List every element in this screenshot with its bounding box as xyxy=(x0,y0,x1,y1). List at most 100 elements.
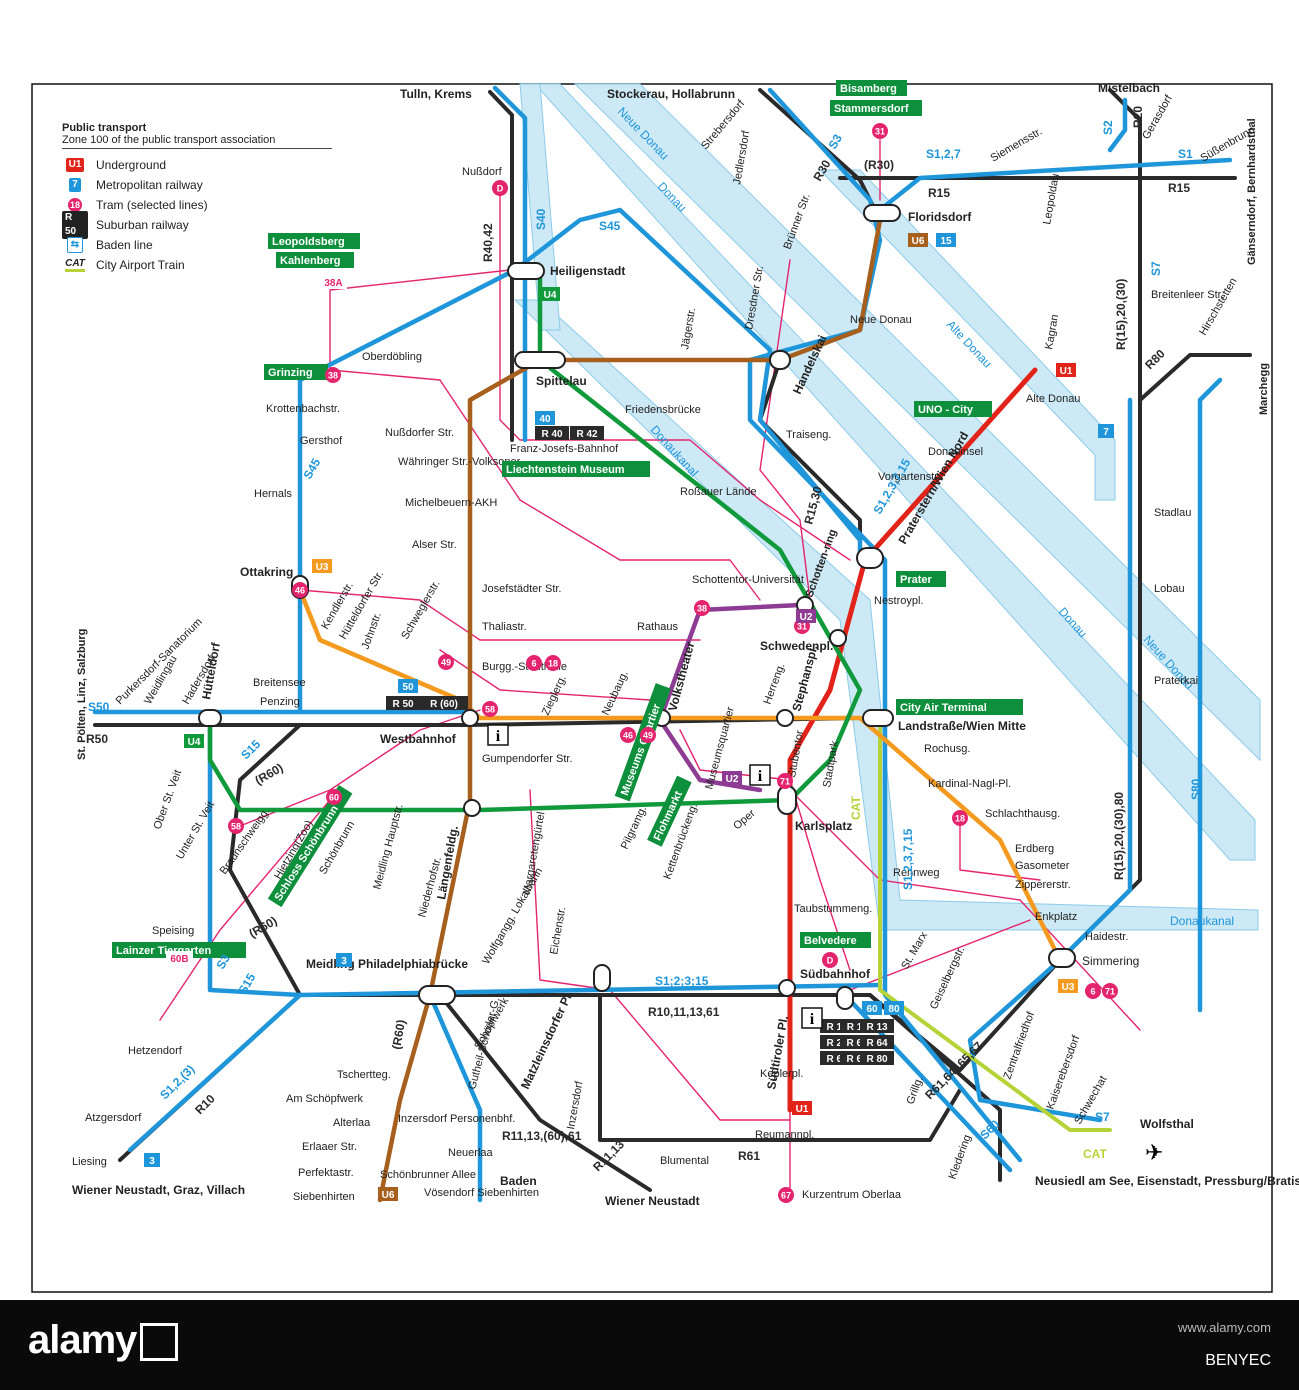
station-handelskai[interactable] xyxy=(769,350,791,370)
station-label[interactable]: Heiligenstadt xyxy=(550,264,625,278)
station-label[interactable]: Siemensstr. xyxy=(989,125,1045,164)
station-label[interactable]: Schönbrunner Allee xyxy=(380,1169,476,1181)
poi-grinzing[interactable]: Grinzing xyxy=(264,364,328,380)
station-stephansplatz[interactable] xyxy=(776,709,794,727)
station-heiligenstadt[interactable] xyxy=(507,262,545,280)
station-label[interactable]: Breitenleer Str. xyxy=(1151,289,1224,301)
station-laengenfeldgasse[interactable] xyxy=(463,799,481,817)
station-label[interactable]: Lobau xyxy=(1154,583,1185,595)
poi-leopoldsberg[interactable]: Leopoldsberg xyxy=(268,233,360,249)
station-label[interactable]: Reumannpl. xyxy=(755,1129,814,1141)
station-label[interactable]: Hirschstetten xyxy=(1197,276,1239,338)
station-label[interactable]: Alser Str. xyxy=(412,539,457,551)
station-label[interactable]: Johnstr. xyxy=(360,611,384,651)
poi-uno[interactable]: UNO - City xyxy=(914,401,992,417)
station-label[interactable]: Kaiserebersdorf xyxy=(1045,1033,1083,1111)
station-westbahnhof[interactable] xyxy=(461,709,479,727)
station-label[interactable]: Nußdorf xyxy=(462,166,503,178)
station-label[interactable]: Josefstädter Str. xyxy=(482,583,561,595)
station-label[interactable]: Friedensbrücke xyxy=(625,404,701,416)
station-label[interactable]: Simmering xyxy=(1082,954,1139,968)
station-label[interactable]: Matzleinsdorfer Pl. xyxy=(518,989,576,1092)
station-praterstern[interactable] xyxy=(856,547,884,569)
station-label[interactable]: Schottentor-Universität xyxy=(692,574,804,586)
station-label[interactable]: Zieglerg. xyxy=(540,673,569,717)
station-label[interactable]: Krottenbachstr. xyxy=(266,403,340,415)
station-label[interactable]: Erdberg xyxy=(1015,843,1054,855)
station-label[interactable]: Traiseng. xyxy=(786,429,831,441)
station-label[interactable]: Gasometer xyxy=(1015,860,1070,872)
station-label[interactable]: Breitensee xyxy=(253,677,306,689)
station-label[interactable]: Geiselbergstr. xyxy=(928,945,968,1012)
station-label[interactable]: Meidling Philadelphiabrücke xyxy=(306,957,468,971)
station-label[interactable]: Karlsplatz xyxy=(795,819,852,833)
station-label[interactable]: Donauinsel xyxy=(928,446,983,458)
poi-belvedere[interactable]: Belvedere xyxy=(800,932,871,948)
station-label[interactable]: Grillg. xyxy=(905,1075,926,1106)
station-label[interactable]: Perfektastr. xyxy=(298,1167,354,1179)
station-label[interactable]: Penzing xyxy=(260,696,300,708)
station-label[interactable]: Gumpendorfer Str. xyxy=(482,753,573,765)
station-label[interactable]: Ottakring xyxy=(240,565,293,579)
station-label[interactable]: Kagran xyxy=(1043,313,1061,350)
station-label[interactable]: Jedlersdorf xyxy=(731,129,752,186)
station-label[interactable]: Meidling Hauptstr. xyxy=(371,803,405,891)
station-label[interactable]: Braunschweigg. xyxy=(218,806,273,877)
station-label[interactable]: Kardinal-Nagl-Pl. xyxy=(928,778,1011,790)
station-label[interactable]: Gutheil-Schoder-G. xyxy=(466,996,502,1091)
station-label[interactable]: Schlachthausg. xyxy=(985,808,1060,820)
station-label[interactable]: Michelbeuern-AKH xyxy=(405,497,497,509)
station-label[interactable]: Speising xyxy=(152,925,194,937)
station-label[interactable]: Rochusg. xyxy=(924,743,970,755)
station-suedbahnhof[interactable] xyxy=(836,986,854,1010)
station-label[interactable]: Stephanspl. xyxy=(789,643,820,712)
station-label[interactable]: Inzersdorf Personenbhf. xyxy=(398,1113,515,1125)
poi-kahlenberg[interactable]: Kahlenberg xyxy=(276,252,354,268)
station-label[interactable]: Stadlau xyxy=(1154,507,1191,519)
station-karlsplatz[interactable] xyxy=(777,785,797,815)
station-label[interactable]: Rathaus xyxy=(637,621,678,633)
station-label[interactable]: Schwedenpl. xyxy=(760,639,833,653)
station-label[interactable]: Zippererstr. xyxy=(1015,879,1071,891)
station-label[interactable]: Stubentor xyxy=(786,729,806,778)
poi-liechtenstein[interactable]: Liechtenstein Museum xyxy=(502,461,650,477)
station-label[interactable]: Neuerlaa xyxy=(448,1147,494,1159)
station-meidling[interactable] xyxy=(418,985,456,1005)
station-label[interactable]: Oberdöbling xyxy=(362,351,422,363)
station-label[interactable]: Ober St. Veit xyxy=(152,768,185,831)
station-label[interactable]: Am Schöpfwerk xyxy=(286,1093,364,1105)
poi-prater[interactable]: Prater xyxy=(896,571,946,587)
station-label[interactable]: Neue Donau xyxy=(850,314,912,326)
station-label[interactable]: Hetzendorf xyxy=(128,1045,183,1057)
station-label[interactable]: Südbahnhof xyxy=(800,967,871,981)
station-label[interactable]: Inzersdorf xyxy=(565,1079,585,1130)
station-label[interactable]: Volkstheater xyxy=(665,640,697,713)
station-label[interactable]: Stadtpark xyxy=(821,740,841,789)
station-simmering[interactable] xyxy=(1048,948,1076,968)
station-label[interactable]: Franz-Josefs-Bahnhof xyxy=(510,443,619,455)
station-label[interactable]: Westbahnhof xyxy=(380,732,457,746)
poi-cityair[interactable]: City Air Terminal xyxy=(896,699,1023,715)
station-spittelau[interactable] xyxy=(514,351,566,369)
station-label[interactable]: Taubstummeng. xyxy=(794,903,872,915)
station-label[interactable]: Nußdorfer Str. xyxy=(385,427,454,439)
poi-museumsquartier[interactable]: Museums Quartier xyxy=(614,683,671,802)
station-schwedenplatz[interactable] xyxy=(829,629,847,647)
station-label[interactable]: Alte Donau xyxy=(1026,393,1080,405)
station-label[interactable]: Floridsdorf xyxy=(908,210,972,224)
station-label[interactable]: Vösendorf Siebenhirten xyxy=(424,1187,539,1199)
station-label[interactable]: Vorgartenstr. xyxy=(878,471,940,483)
station-label[interactable]: Spittelau xyxy=(536,374,587,388)
station-label[interactable]: Keplerpl. xyxy=(760,1068,803,1080)
station-label[interactable]: Enkplatz xyxy=(1035,911,1077,923)
station-label[interactable]: Tschertteg. xyxy=(337,1069,391,1081)
station-label[interactable]: Eichenstr. xyxy=(548,906,568,956)
station-label[interactable]: Blumental xyxy=(660,1155,709,1167)
station-label[interactable]: Rennweg xyxy=(893,867,939,879)
station-huetteldorf[interactable] xyxy=(198,709,222,727)
poi-bisamberg[interactable]: Bisamberg xyxy=(836,80,907,96)
station-label[interactable]: Kledering xyxy=(947,1133,974,1181)
poi-stammersdorf[interactable]: Stammersdorf xyxy=(830,100,922,116)
station-label[interactable]: Nestroypl. xyxy=(874,595,924,607)
station-label[interactable]: Haidestr. xyxy=(1085,931,1128,943)
